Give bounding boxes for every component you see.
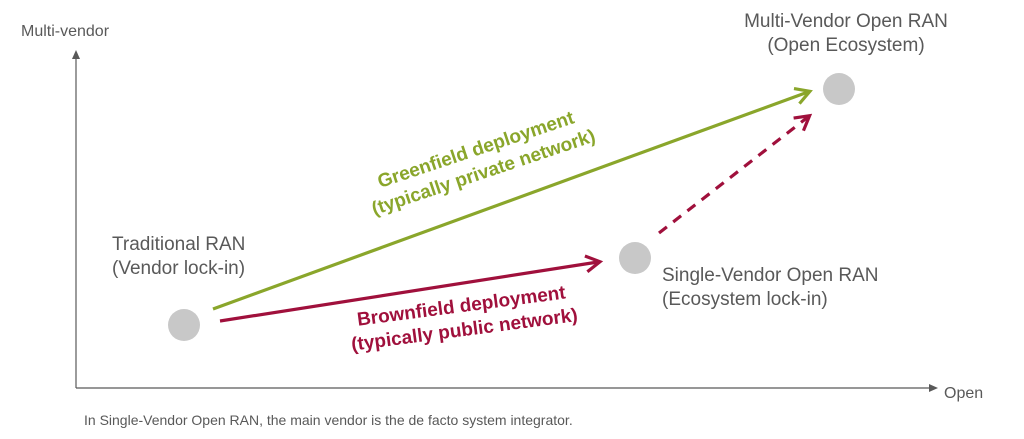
traditional-ran-label: Traditional RAN (Vendor lock-in) xyxy=(112,233,245,281)
y-axis-label: Multi-vendor xyxy=(21,23,110,40)
footnote: In Single-Vendor Open RAN, the main vend… xyxy=(84,412,573,428)
traditional-ran-subtitle: (Vendor lock-in) xyxy=(112,258,246,279)
x-axis-label: Open xyxy=(944,385,984,402)
multi-vendor-subtitle: (Open Ecosystem) xyxy=(767,35,925,56)
greenfield-arrow xyxy=(212,87,813,311)
multi-vendor-label: Multi-Vendor Open RAN (Open Ecosystem) xyxy=(716,10,976,58)
single-vendor-node xyxy=(619,242,651,274)
single-vendor-subtitle: (Ecosystem lock-in) xyxy=(662,289,828,310)
evolution-dashed-arrow xyxy=(658,113,813,235)
single-vendor-title: Single-Vendor Open RAN xyxy=(662,265,879,286)
traditional-ran-title: Traditional RAN xyxy=(112,234,246,255)
brownfield-arrow xyxy=(219,254,604,323)
multi-vendor-title: Multi-Vendor Open RAN xyxy=(744,11,948,32)
multi-vendor-node xyxy=(823,73,855,105)
traditional-ran-node xyxy=(168,309,200,341)
single-vendor-label: Single-Vendor Open RAN (Ecosystem lock-i… xyxy=(662,264,879,312)
